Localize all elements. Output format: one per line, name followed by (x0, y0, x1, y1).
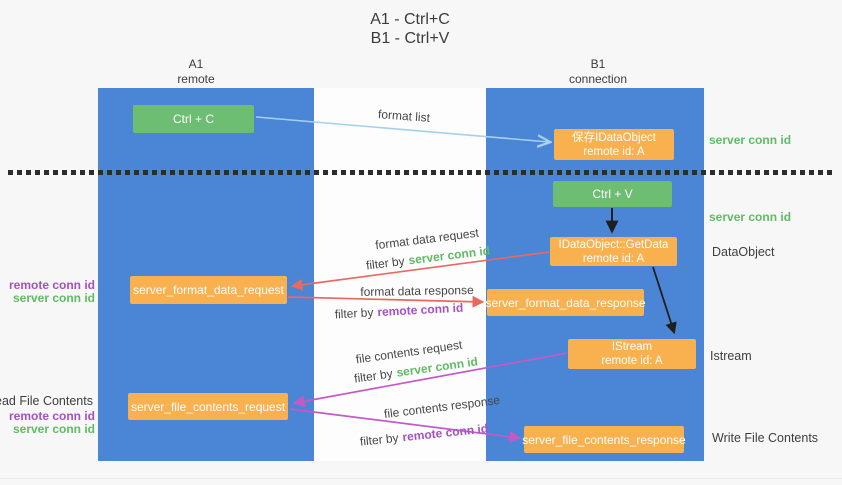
node-ctrl-c: Ctrl + C (133, 105, 254, 133)
node-server-format-data-response: server_format_data_response (485, 289, 646, 316)
node-istream-line1: IStream (611, 341, 653, 353)
node-istream-line2: remote id: A (601, 355, 663, 367)
bottom-edge-line (0, 478, 842, 479)
format-data-response-label: format data response (360, 283, 474, 299)
left-read-file-contents-label: Read File Contents (0, 394, 93, 408)
node-idataobject-getdata: IDataObject::GetData remote id: A (550, 237, 677, 266)
node-ctrl-v-label: Ctrl + V (592, 187, 633, 201)
node-server-file-contents-response-label: server_file_contents_response (522, 432, 686, 447)
node-save-idataobject-line2: remote id: A (583, 145, 645, 158)
column-b1-subtitle: connection (568, 72, 628, 86)
node-save-idataobject: 保存IDataObject remote id: A (554, 129, 674, 160)
node-server-format-data-response-label: server_format_data_response (485, 295, 646, 310)
node-server-file-contents-request-label: server_file_contents_request (130, 399, 286, 414)
node-server-file-contents-request: server_file_contents_request (128, 393, 288, 420)
column-b1-name: B1 (590, 57, 606, 71)
column-header-a1: A1 remote (136, 57, 256, 87)
column-a1-subtitle: remote (177, 72, 215, 86)
title-line-2: B1 - Ctrl+V (370, 30, 450, 47)
title-line-1: A1 - Ctrl+C (370, 11, 450, 28)
column-a1-name: A1 (188, 57, 204, 71)
left-remote-conn-id-bottom: remote conn id (8, 409, 95, 423)
column-header-b1: B1 connection (538, 57, 658, 87)
right-dataobject-label: DataObject (712, 245, 775, 259)
filter-by-text: filter by (334, 305, 374, 322)
node-save-idataobject-line1: 保存IDataObject (572, 131, 656, 144)
node-ctrl-v: Ctrl + V (553, 181, 672, 207)
right-write-file-contents-label: Write File Contents (712, 431, 819, 445)
node-server-file-contents-response: server_file_contents_response (522, 426, 686, 453)
session-separator-dotted-line (8, 170, 836, 175)
left-server-conn-id-top: server conn id (12, 291, 95, 305)
right-server-conn-id-mid: server conn id (709, 210, 792, 224)
node-server-format-data-request: server_format_data_request (130, 276, 287, 304)
left-server-conn-id-bottom: server conn id (12, 422, 95, 436)
node-ctrl-c-label: Ctrl + C (172, 112, 214, 126)
diagram-title: A1 - Ctrl+C B1 - Ctrl+V (300, 10, 520, 48)
node-idataobject-getdata-line1: IDataObject::GetData (558, 238, 669, 251)
right-server-conn-id-top: server conn id (709, 133, 792, 147)
node-istream: IStream remote id: A (568, 339, 696, 369)
node-server-format-data-request-label: server_format_data_request (133, 283, 284, 297)
node-idataobject-getdata-line2: remote id: A (582, 252, 645, 265)
left-remote-conn-id-top: remote conn id (8, 278, 95, 292)
right-istream-label: Istream (710, 349, 752, 363)
